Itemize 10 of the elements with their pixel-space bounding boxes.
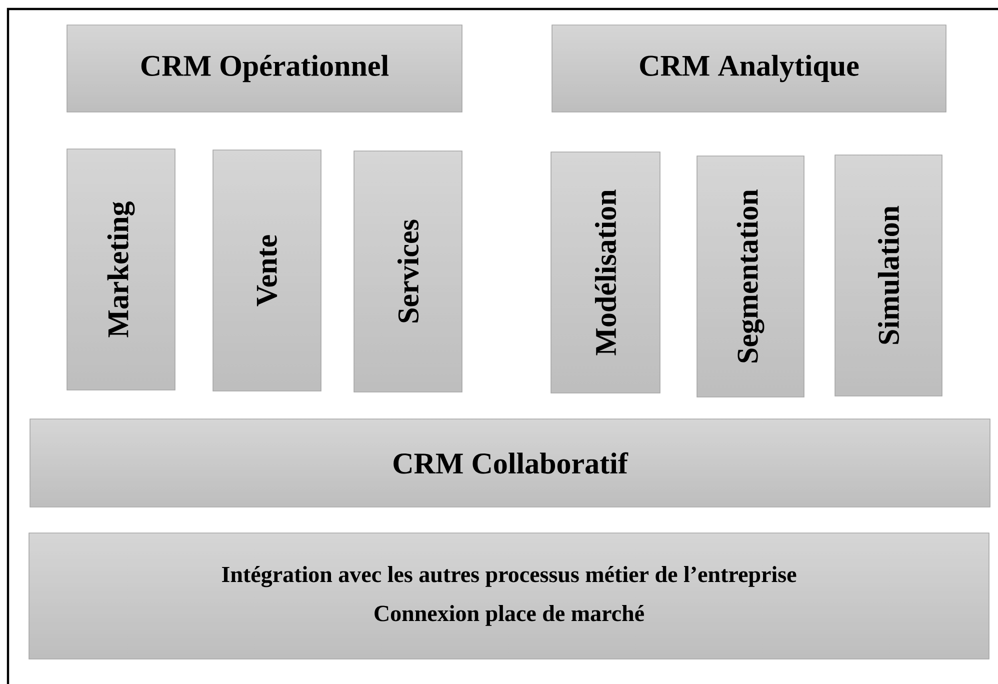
category-box: CRM Opérationnel	[66, 24, 462, 112]
category-box: CRM Collaboratif	[30, 418, 990, 508]
category-box: CRM Analytique	[552, 24, 946, 112]
category-box: Vente	[212, 150, 322, 392]
category-box: Intégration avec les autres processus métier de l’entreprise Connexion place de marché	[28, 532, 990, 660]
category-box: Marketing	[66, 148, 176, 390]
category-box: Services	[354, 150, 462, 392]
category-box: Simulation	[834, 154, 942, 396]
category-box: Modélisation	[550, 152, 660, 394]
category-box: Segmentation	[696, 156, 804, 398]
